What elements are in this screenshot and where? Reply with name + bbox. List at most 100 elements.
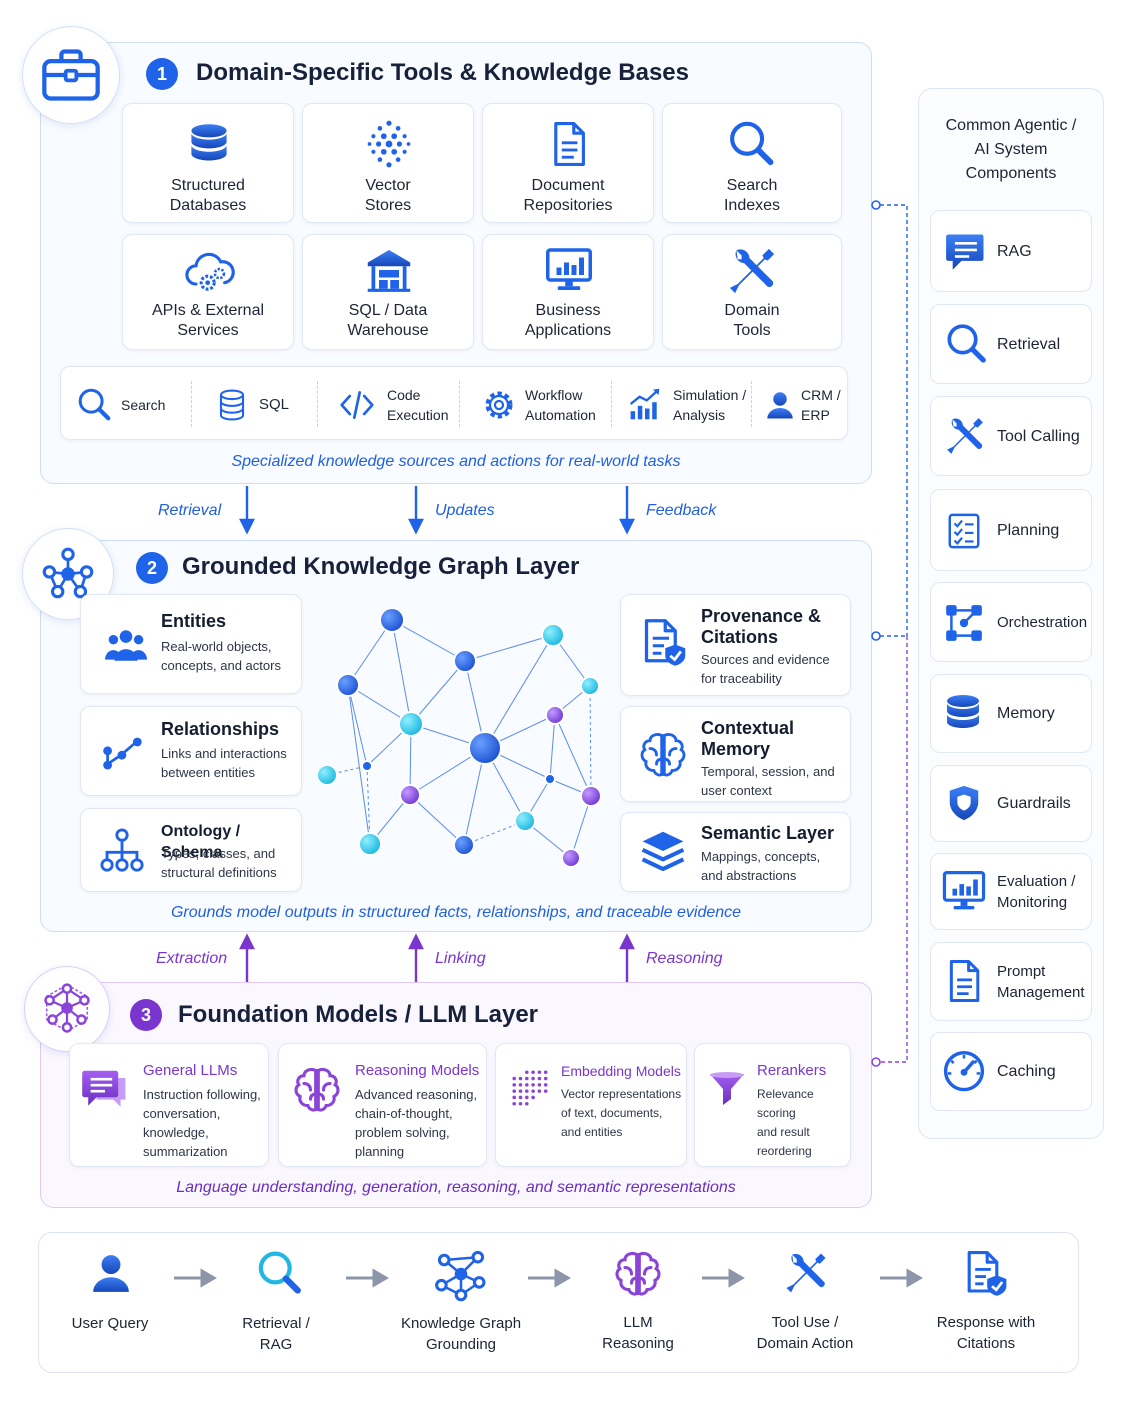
pipeline-step-label: User Query xyxy=(71,1315,149,1332)
pipeline-step-label: Tool Use / Domain Action xyxy=(756,1314,854,1352)
model-title: Rerankers xyxy=(757,1062,827,1079)
flow-label-updates: Updates xyxy=(435,502,495,519)
tile-label: APIs & External Services xyxy=(151,302,265,339)
kg-card-contextual-memory: Contextual Memory Temporal, session, and… xyxy=(620,706,851,802)
capability-label: Search xyxy=(121,397,166,413)
model-card-reasoning-models: Reasoning Models Advanced reasoning, cha… xyxy=(278,1043,487,1167)
model-desc: Advanced reasoning, chain-of-thought, pr… xyxy=(355,1087,478,1159)
sidebar-item-label: Planning xyxy=(997,521,1060,539)
section3-caption: Language understanding, generation, reas… xyxy=(176,1179,736,1196)
kg-card-desc: Real-world objects, concepts, and actors xyxy=(161,639,281,673)
sidebar-item-caching: Caching xyxy=(930,1032,1092,1111)
tile-label: Search Indexes xyxy=(723,177,781,214)
section-title-domain-tools: Domain-Specific Tools & Knowledge Bases xyxy=(196,59,689,86)
model-card-general-llms: General LLMs Instruction following, conv… xyxy=(69,1043,269,1167)
tile-business-applications: Business Applications xyxy=(482,234,654,350)
sidebar-item-label: Evaluation / Monitoring xyxy=(997,872,1076,911)
flow-label-linking: Linking xyxy=(435,950,486,967)
pipeline-step-label: Retrieval / RAG xyxy=(242,1315,310,1353)
divider xyxy=(191,381,192,427)
pipeline-step-label: Response with Citations xyxy=(936,1314,1036,1352)
kg-card-title: Relationships xyxy=(161,719,280,739)
capability-label: Workflow Automation xyxy=(525,387,596,423)
kg-card-semantic-layer: Semantic Layer Mappings, concepts, and a… xyxy=(620,812,851,892)
model-desc: Vector representations of text, document… xyxy=(561,1087,682,1139)
kg-card-desc: Sources and evidence for traceability xyxy=(701,652,830,686)
tile-vector-stores: Vector Stores xyxy=(302,103,474,223)
tile-domain-tools: Domain Tools xyxy=(662,234,842,350)
sidebar-item-guardrails: Guardrails xyxy=(930,765,1092,842)
tile-label: Domain Tools xyxy=(724,302,780,339)
kg-card-title: Contextual Memory xyxy=(701,718,795,759)
kg-card-title: Semantic Layer xyxy=(701,823,835,843)
knowledge-graph-network xyxy=(316,607,602,868)
sidebar-title: Common Agentic / AI System Components xyxy=(945,117,1077,182)
flow-label-retrieval: Retrieval xyxy=(158,502,222,519)
kg-card-title: Entities xyxy=(161,611,227,631)
tile-label: Vector Stores xyxy=(364,177,412,214)
kg-card-desc: Mappings, concepts, and abstractions xyxy=(701,849,821,883)
capability-label: CRM / ERP xyxy=(801,387,841,423)
sidebar-item-prompt-management: Prompt Management xyxy=(930,942,1092,1021)
kg-card-desc: Links and interactions between entities xyxy=(161,746,287,780)
tile-structured-databases: Structured Databases xyxy=(122,103,294,223)
sidebar-item-memory: Memory xyxy=(930,674,1092,753)
model-title: Reasoning Models xyxy=(355,1062,480,1079)
llm-badge xyxy=(24,966,110,1052)
sidebar-item-label: Tool Calling xyxy=(997,427,1080,445)
sidebar-item-orchestration: Orchestration xyxy=(930,582,1092,662)
kg-card-entities: Entities Real-world objects, concepts, a… xyxy=(80,594,302,694)
flow-label-reasoning: Reasoning xyxy=(646,950,723,967)
sidebar-item-label: Memory xyxy=(997,705,1055,722)
kg-card-title: Ontology / Schema xyxy=(161,823,241,861)
tile-label: Business Applications xyxy=(524,302,612,339)
divider xyxy=(611,381,612,427)
sidebar-item-retrieval: Retrieval xyxy=(930,304,1092,384)
section-title-foundation-models: Foundation Models / LLM Layer xyxy=(178,1001,538,1028)
kg-card-title: Provenance & Citations xyxy=(701,606,822,647)
sidebar-item-tool-calling: Tool Calling xyxy=(930,396,1092,476)
section-title-knowledge-graph: Grounded Knowledge Graph Layer xyxy=(182,553,580,580)
briefcase-badge xyxy=(22,26,120,124)
model-title: General LLMs xyxy=(143,1062,238,1079)
kg-card-desc: Types, classes, and structural definitio… xyxy=(161,846,277,880)
flow-label-feedback: Feedback xyxy=(646,502,717,519)
sidebar-item-evaluation: Evaluation / Monitoring xyxy=(930,853,1092,930)
flow-label-extraction: Extraction xyxy=(156,950,228,967)
kg-card-relationships: Relationships Links and interactions bet… xyxy=(80,706,302,796)
tile-label: Structured Databases xyxy=(169,177,247,214)
pipeline-panel xyxy=(38,1232,1079,1373)
section-number-3: 3 xyxy=(130,999,162,1031)
sidebar-item-label: Retrieval xyxy=(997,335,1061,353)
capability-strip: Search SQL Code Execution Workflow Autom… xyxy=(60,366,848,440)
sidebar-item-label: RAG xyxy=(997,242,1032,260)
tile-label: SQL / Data Warehouse xyxy=(347,302,429,339)
tile-apis-external-services: APIs & External Services xyxy=(122,234,294,350)
capability-label: Code Execution xyxy=(387,387,449,423)
section1-caption: Specialized knowledge sources and action… xyxy=(231,453,681,470)
kg-card-desc: Temporal, session, and user context xyxy=(701,764,835,798)
divider xyxy=(317,381,318,427)
tile-document-repositories: Document Repositories xyxy=(482,103,654,223)
sidebar-item-label: Prompt Management xyxy=(997,962,1085,1001)
section-number-1: 1 xyxy=(146,58,178,90)
pipeline-step-label: LLM Reasoning xyxy=(602,1314,674,1352)
divider xyxy=(751,381,752,427)
pipeline-step-label: Knowledge Graph Grounding xyxy=(400,1315,522,1353)
kg-card-ontology: Ontology / Schema Types, classes, and st… xyxy=(80,808,302,892)
sidebar-item-label: Orchestration xyxy=(997,613,1088,631)
model-desc: Instruction following, conversation, kno… xyxy=(143,1087,261,1159)
sidebar-item-label: Caching xyxy=(997,1063,1056,1080)
divider xyxy=(459,381,460,427)
sidebar-item-label: Guardrails xyxy=(997,795,1071,812)
section2-caption: Grounds model outputs in structured fact… xyxy=(170,904,742,921)
tile-sql-data-warehouse: SQL / Data Warehouse xyxy=(302,234,474,350)
model-desc: Relevance scoring and result reordering xyxy=(757,1087,814,1158)
sidebar-item-planning: Planning xyxy=(930,489,1092,571)
tile-search-indexes: Search Indexes xyxy=(662,103,842,223)
tile-label: Document Repositories xyxy=(523,177,613,214)
section-number-2: 2 xyxy=(136,552,168,584)
